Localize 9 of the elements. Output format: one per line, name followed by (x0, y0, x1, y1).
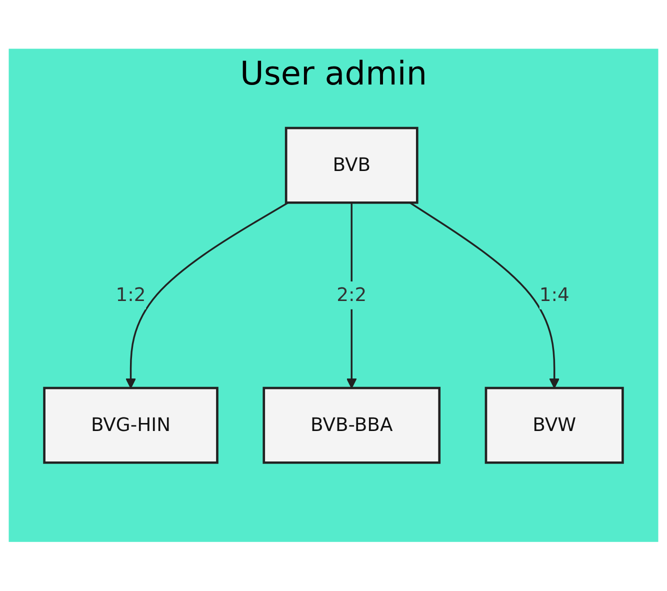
arrow (126, 202, 289, 389)
node-box: BVB-BBA (262, 387, 441, 464)
arrow (409, 202, 560, 389)
edge-label: 1:4 (539, 284, 570, 306)
node-box: BVB (284, 127, 418, 204)
edge-label: 1:2 (116, 284, 146, 306)
node-box: BVG-HIN (43, 387, 218, 464)
edge-label: 2:2 (336, 284, 367, 306)
node-box: BVW (484, 387, 624, 464)
